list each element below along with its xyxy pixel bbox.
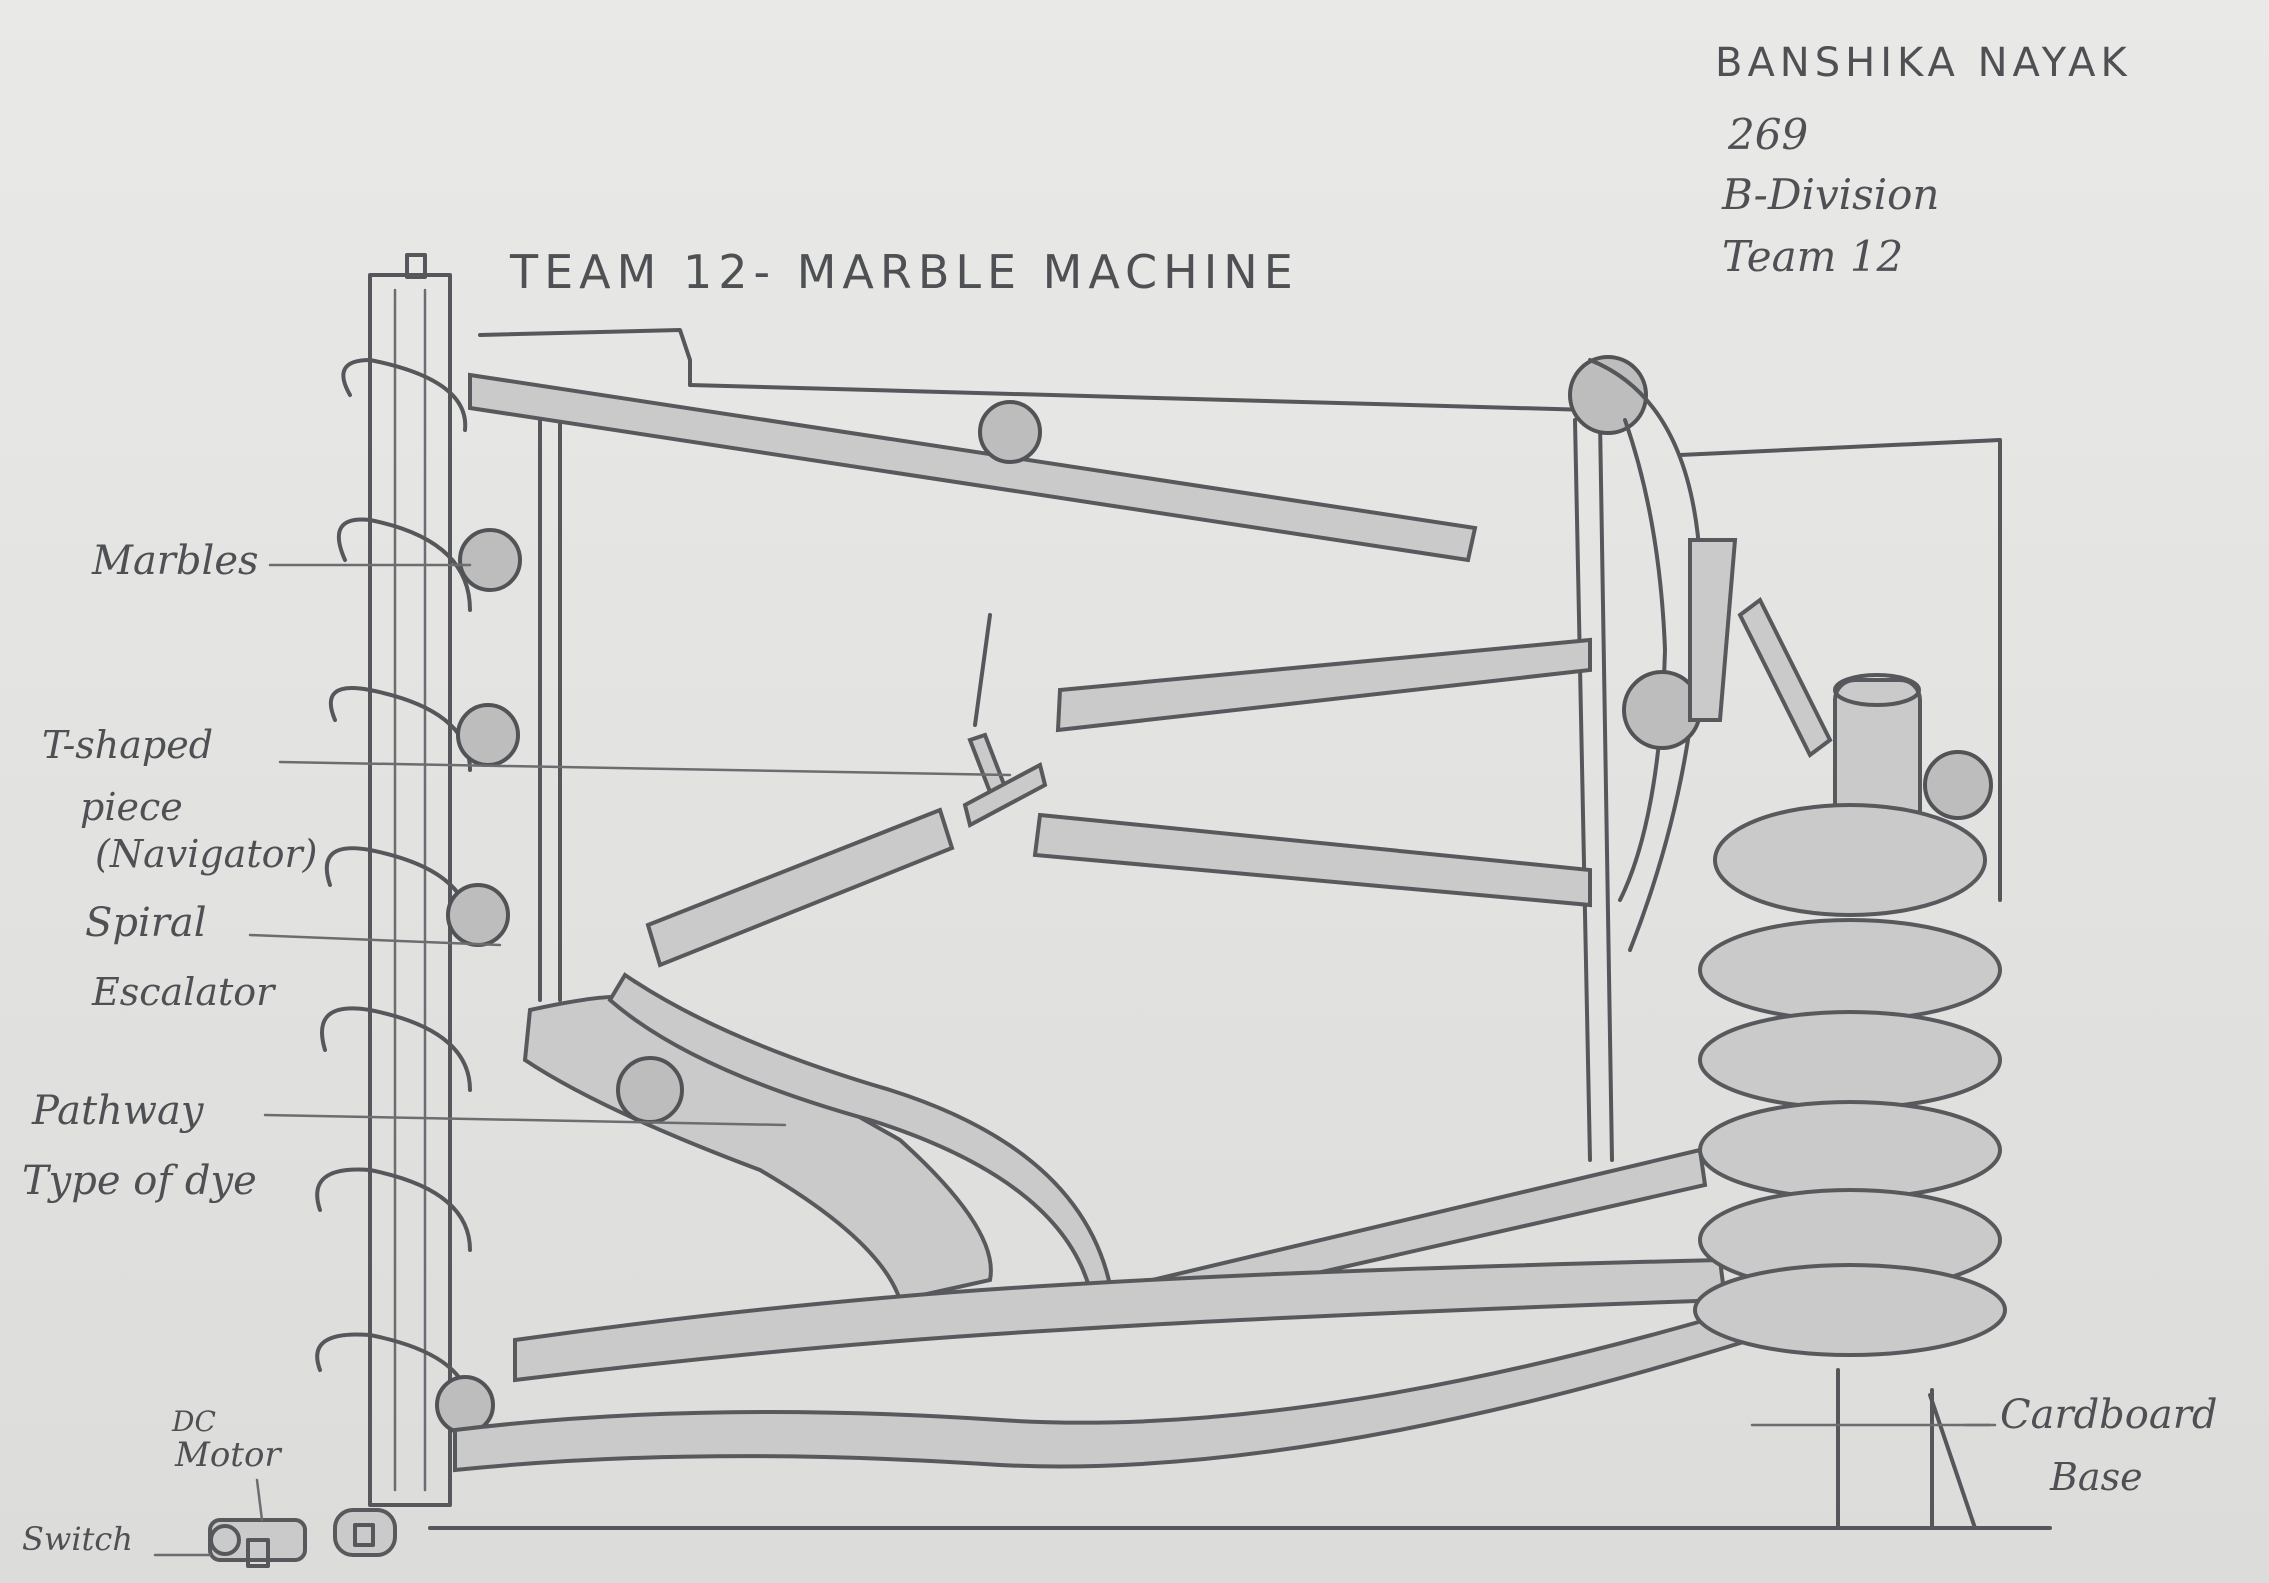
label-escalator-2: Escalator <box>92 970 274 1014</box>
cardboard-base-legs <box>1752 1370 1990 1528</box>
diagram-title: TEAM 12- MARBLE MACHINE <box>510 245 1299 299</box>
upper-right-ramp <box>1058 640 1590 730</box>
leader-navigator <box>280 762 1010 775</box>
dc-motor <box>335 1510 395 1555</box>
t-shaped-navigator <box>965 615 1045 825</box>
marble <box>458 705 518 765</box>
pathway-top <box>525 997 991 1300</box>
marble <box>460 530 520 590</box>
label-motor-2: Motor <box>175 1435 281 1475</box>
label-base-1: Cardboard <box>2000 1392 2217 1438</box>
label-pathway-2: Type of dye <box>22 1158 257 1204</box>
label-navigator-2: piece <box>80 785 183 829</box>
marble <box>448 885 508 945</box>
label-marbles: Marbles <box>92 538 259 584</box>
switch <box>210 1480 305 1566</box>
lower-left-ramp <box>648 810 952 965</box>
lower-right-ramp <box>1035 815 1590 905</box>
marble <box>618 1058 682 1122</box>
label-navigator-3: (Navigator) <box>95 832 317 876</box>
author-name: BANSHIKA NAYAK <box>1715 40 2132 86</box>
label-motor-1: DC <box>172 1405 216 1438</box>
right-spiral <box>1695 805 2005 1355</box>
spiral-escalator <box>317 360 470 1410</box>
label-base-2: Base <box>2050 1455 2143 1499</box>
author-team: Team 12 <box>1722 232 1903 281</box>
label-pathway-1: Pathway <box>32 1088 203 1134</box>
escalator-pole <box>370 255 450 1505</box>
label-escalator-1: Spiral <box>85 900 207 946</box>
label-navigator-1: T-shaped <box>42 723 213 767</box>
author-division: B-Division <box>1722 170 1939 219</box>
label-switch: Switch <box>22 1520 133 1558</box>
author-roll: 269 <box>1728 110 1808 159</box>
marble <box>980 402 1040 462</box>
